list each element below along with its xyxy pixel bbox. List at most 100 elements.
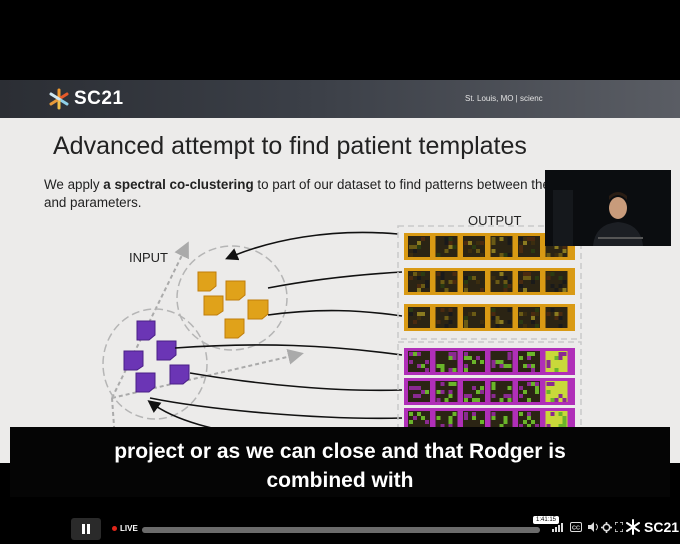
tile-pixel: [468, 356, 472, 360]
tile-pixel: [519, 424, 523, 428]
tile-pixel: [507, 364, 512, 368]
tile-pixel: [546, 276, 551, 280]
connector-arrows: [147, 231, 403, 441]
tile-pixel: [476, 356, 480, 360]
live-indicator[interactable]: LIVE: [112, 524, 138, 533]
tile-pixel: [535, 308, 539, 312]
tile-pixel: [436, 390, 441, 394]
pause-button[interactable]: [71, 518, 101, 540]
input-label: INPUT: [129, 250, 168, 265]
tile-pixel: [491, 312, 496, 316]
tile-pixel: [464, 398, 468, 402]
cc-icon[interactable]: CC: [570, 522, 582, 532]
tile-pixel: [550, 382, 555, 386]
tile-pixel: [480, 288, 484, 292]
tile-pixel: [527, 424, 531, 428]
brand-text: SC21: [644, 519, 680, 535]
slide-banner: SC21 St. Louis, MO | scienc: [0, 80, 680, 118]
tile-pixel: [527, 364, 531, 368]
tile-pixel: [436, 320, 441, 324]
tile-pixel: [527, 412, 531, 416]
tile-pixel: [550, 308, 555, 312]
settings-icon[interactable]: [601, 522, 612, 533]
tile-pixel: [464, 276, 468, 280]
tile-pixel: [491, 241, 496, 245]
co-clustering-diagram: [102, 225, 582, 463]
tile-pixel: [519, 245, 523, 249]
volume-icon[interactable]: [588, 522, 600, 532]
tile-pixel: [562, 416, 567, 420]
output-tile: [518, 411, 540, 432]
tile-pixel: [480, 253, 484, 257]
tile-pixel: [527, 356, 531, 360]
tile-pixel: [499, 272, 504, 276]
tile-pixel: [444, 237, 449, 241]
tile-pixel: [436, 364, 441, 368]
tile-pixel: [562, 398, 567, 402]
tile-pixel: [531, 420, 535, 424]
tile-pixel: [417, 364, 421, 368]
tile-pixel: [440, 272, 445, 276]
sc21-brand: SC21: [625, 519, 679, 535]
pause-icon: [82, 524, 85, 534]
tile-pixel: [413, 416, 417, 420]
tile-pixel: [472, 416, 476, 420]
tile-pixel: [413, 249, 417, 253]
tile-pixel: [452, 368, 457, 372]
tile-pixel: [491, 308, 496, 312]
tile-pixel: [476, 280, 480, 284]
tile-pixel: [558, 253, 563, 257]
body-suffix: to part of our dataset to find patterns …: [44, 177, 620, 210]
tile-pixel: [558, 284, 563, 288]
tile-pixel: [440, 364, 445, 368]
tile-pixel: [546, 382, 551, 386]
tile-pixel: [546, 360, 551, 364]
tile-pixel: [507, 241, 512, 245]
sc21-brand-icon: [626, 519, 640, 535]
tile-pixel: [523, 364, 527, 368]
tile-pixel: [440, 382, 445, 386]
tile-pixel: [503, 276, 508, 280]
speaker-figure: [545, 170, 671, 246]
tile-pixel: [417, 288, 421, 292]
tile-pixel: [531, 364, 535, 368]
tile-pixel: [535, 390, 539, 394]
tile-pixel: [409, 360, 413, 364]
tile-pixel: [440, 390, 445, 394]
tile-pixel: [417, 316, 421, 320]
tile-pixel: [491, 237, 496, 241]
presentation-slide: SC21 St. Louis, MO | scienc Advanced att…: [0, 80, 680, 463]
tile-pixel: [448, 308, 453, 312]
tile-pixel: [527, 382, 531, 386]
tile-pixel: [436, 416, 441, 420]
tile-pixel: [417, 386, 421, 390]
fullscreen-icon[interactable]: [615, 522, 623, 532]
tile-pixel: [531, 368, 535, 372]
tile-pixel: [480, 241, 484, 245]
tile-pixel: [558, 356, 563, 360]
tile-pixel: [535, 312, 539, 316]
tile-pixel: [550, 272, 555, 276]
tile-pixel: [503, 416, 508, 420]
seek-bar[interactable]: [142, 527, 540, 533]
tile-pixel: [452, 412, 457, 416]
tile-pixel: [519, 312, 523, 316]
tile-pixel: [452, 352, 457, 356]
output-tile: [518, 381, 540, 402]
tile-pixel: [519, 394, 523, 398]
tile-pixel: [550, 284, 555, 288]
tile-pixel: [421, 416, 425, 420]
body-prefix: We apply: [44, 177, 104, 192]
tile-pixel: [523, 390, 527, 394]
tile-pixel: [503, 253, 508, 257]
tile-pixel: [503, 280, 508, 284]
tile-pixel: [448, 320, 453, 324]
tile-pixel: [535, 276, 539, 280]
tile-pixel: [409, 420, 413, 424]
tile-pixel: [417, 284, 421, 288]
signal-icon[interactable]: [552, 522, 564, 532]
tile-pixel: [503, 288, 508, 292]
tile-pixel: [554, 398, 559, 402]
tile-pixel: [444, 241, 449, 245]
tile-pixel: [562, 420, 567, 424]
